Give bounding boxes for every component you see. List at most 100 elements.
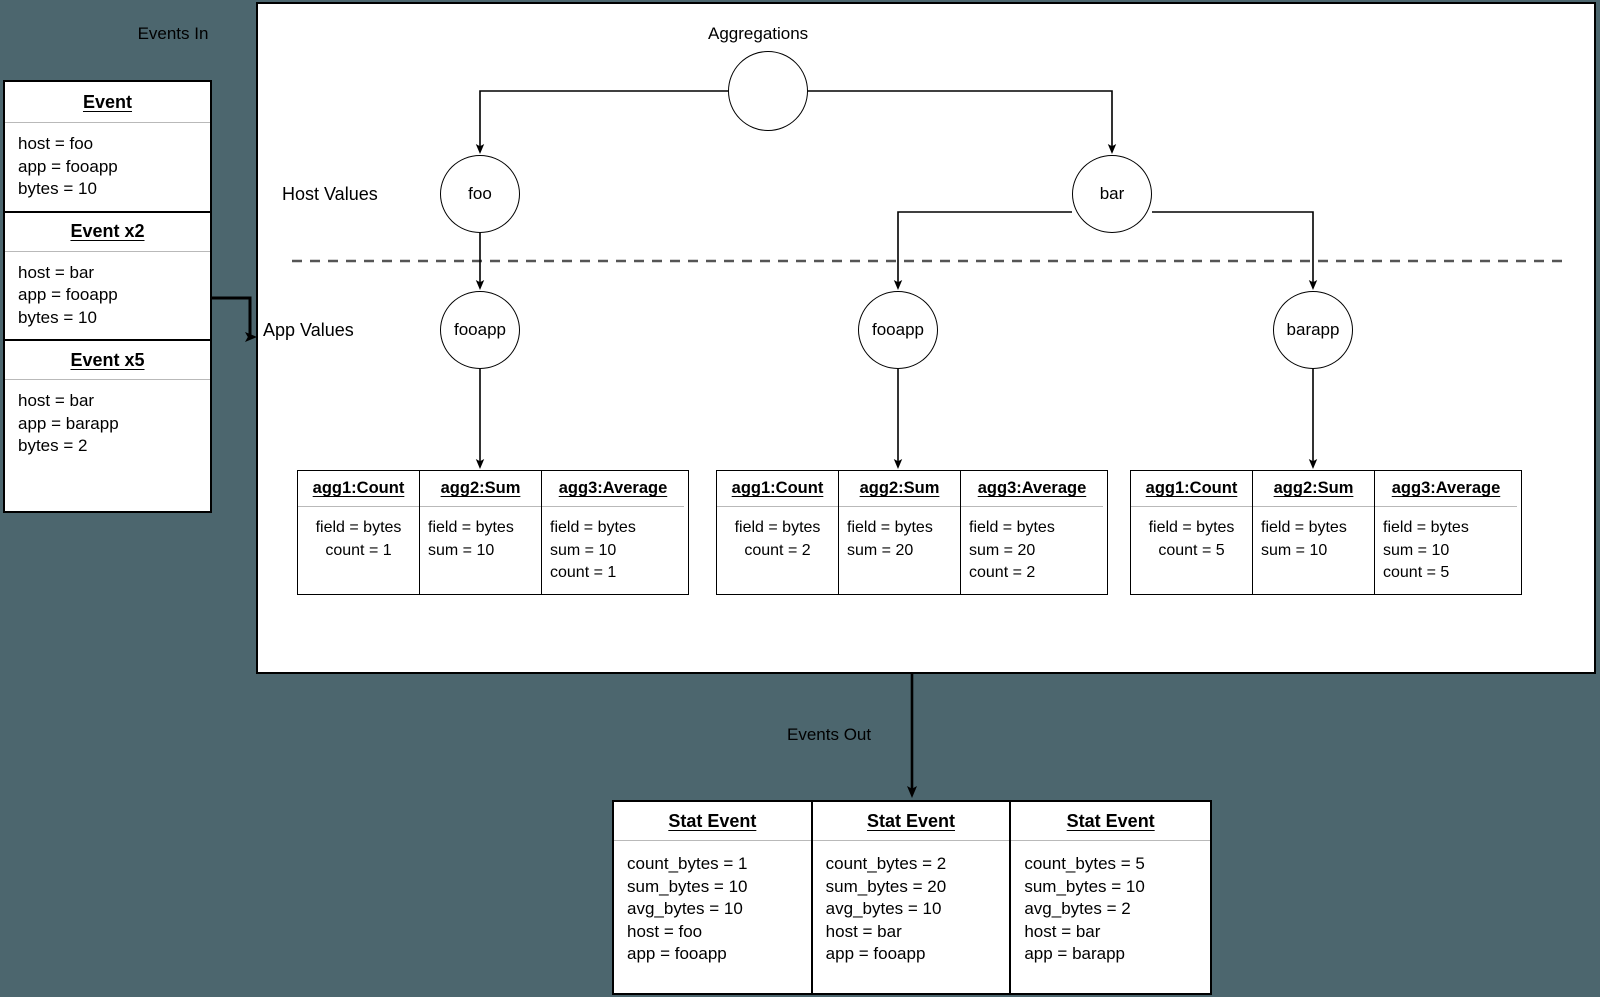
agg-field: count = 5 [1158,541,1225,559]
stat-field: host = bar [825,921,902,941]
event-field: bytes = 10 [18,307,97,327]
app-node-fooapp-bar[interactable]: fooapp [858,291,938,369]
agg-field: sum = 10 [550,541,617,559]
events-in-arrow [212,296,257,342]
agg-field: field = bytes [315,519,402,536]
agg-field: sum = 20 [969,541,1036,559]
event-card-title: Event x5 [70,349,145,370]
agg-field: count = 2 [969,564,1036,581]
agg-column-title: agg1:Count [312,479,405,497]
agg-column-title: agg3:Average [1391,479,1501,497]
stat-field: sum_bytes = 10 [627,876,748,896]
agg-column-title: agg1:Count [731,479,824,497]
agg-field: field = bytes [1261,519,1347,536]
agg-column-body: field = bytes sum = 10 [1253,507,1374,594]
host-node-foo[interactable]: foo [440,155,520,233]
agg-column-header: agg3:Average [1375,471,1517,507]
event-field: bytes = 10 [18,179,97,198]
event-field: bytes = 2 [18,436,88,455]
stat-field: sum_bytes = 20 [825,876,947,896]
event-card-body: host = bar app = fooapp bytes = 10 [5,252,210,340]
agg-column-header: agg1:Count [717,471,838,507]
agg-column-body: field = bytes count = 5 [1131,507,1252,594]
aggregations-label: Aggregations [708,24,809,43]
app-node-fooapp-foo[interactable]: fooapp [440,291,520,369]
agg-column-body: field = bytes sum = 20 count = 2 [961,507,1103,594]
agg-field: sum = 10 [1261,541,1328,559]
event-card-header: Event x5 [5,339,210,380]
agg-field: field = bytes [847,519,933,536]
agg-column-body: field = bytes sum = 10 count = 5 [1375,507,1517,594]
agg-column-header: agg3:Average [961,471,1103,507]
agg-column-header: agg2:Sum [1253,471,1374,507]
stat-events-table: Stat Event count_bytes = 1 sum_bytes = 1… [612,800,1212,995]
agg-table: agg1:Count field = bytes count = 2 agg2:… [716,470,1108,595]
stat-event-title: Stat Event [668,810,757,831]
event-field: app = barapp [18,413,119,433]
agg-field: count = 5 [1383,564,1450,581]
agg-field: count = 2 [744,541,811,559]
stat-event-column: Stat Event count_bytes = 5 sum_bytes = 1… [1011,802,1210,993]
agg-column-body: field = bytes sum = 20 [839,507,960,594]
app-node-barapp[interactable]: barapp [1273,291,1353,369]
events-out-label: Events Out [787,725,872,744]
event-field: host = bar [18,391,95,410]
stat-event-header: Stat Event [812,802,1010,841]
agg-column-header: agg1:Count [1131,471,1252,507]
agg-column: agg3:Average field = bytes sum = 20 coun… [961,471,1103,594]
stat-event-title: Stat Event [1066,810,1155,831]
stat-event-body: count_bytes = 5 sum_bytes = 10 avg_bytes… [1011,841,1210,993]
event-card-body: host = foo app = fooapp bytes = 10 [5,123,210,211]
host-values-label: Host Values [282,184,378,204]
agg-column: agg1:Count field = bytes count = 1 [298,471,420,594]
agg-field: count = 1 [550,564,617,581]
agg-field: field = bytes [428,519,514,536]
agg-column: agg1:Count field = bytes count = 5 [1131,471,1253,594]
agg-column-title: agg2:Sum [859,479,940,497]
stat-field: count_bytes = 1 [627,854,748,873]
agg-column-title: agg3:Average [558,479,668,497]
stat-field: app = barapp [1024,944,1126,963]
host-node-bar[interactable]: bar [1072,155,1152,233]
agg-table: agg1:Count field = bytes count = 1 agg2:… [297,470,689,595]
agg-column: agg3:Average field = bytes sum = 10 coun… [1375,471,1517,594]
stat-field: avg_bytes = 2 [1024,899,1131,918]
agg-column-body: field = bytes sum = 10 count = 1 [542,507,684,594]
agg-field: field = bytes [1148,519,1235,536]
stat-event-body: count_bytes = 1 sum_bytes = 10 avg_bytes… [614,841,811,993]
agg-column-title: agg2:Sum [1273,479,1354,497]
agg-field: field = bytes [1383,519,1469,536]
agg-column-header: agg2:Sum [839,471,960,507]
stat-event-title: Stat Event [866,810,956,831]
agg-column: agg1:Count field = bytes count = 2 [717,471,839,594]
agg-column: agg2:Sum field = bytes sum = 10 [420,471,542,594]
events-in-card-stack: Event host = foo app = fooapp bytes = 10… [3,80,212,513]
stat-field: count_bytes = 2 [825,854,947,873]
agg-field: field = bytes [734,519,821,536]
events-in-label: Events In [137,24,209,43]
stat-field: avg_bytes = 10 [627,899,743,918]
agg-table: agg1:Count field = bytes count = 5 agg2:… [1130,470,1522,595]
agg-column: agg2:Sum field = bytes sum = 20 [839,471,961,594]
event-field: app = fooapp [18,285,118,304]
agg-field: sum = 20 [847,541,914,559]
agg-column-title: agg2:Sum [440,479,521,497]
agg-column-header: agg2:Sum [420,471,541,507]
agg-column: agg2:Sum field = bytes sum = 10 [1253,471,1375,594]
stat-field: sum_bytes = 10 [1024,876,1145,896]
stat-field: count_bytes = 5 [1024,854,1145,873]
stat-event-column: Stat Event count_bytes = 1 sum_bytes = 1… [614,802,813,993]
aggregations-root-node[interactable] [728,51,808,131]
event-card-title: Event x2 [70,221,145,241]
agg-field: sum = 10 [1383,541,1450,559]
agg-column-body: field = bytes count = 1 [298,507,419,594]
agg-column-header: agg3:Average [542,471,684,507]
event-field: host = foo [18,134,94,153]
event-card-body: host = bar app = barapp bytes = 2 [5,380,210,468]
event-card-title: Event [82,91,133,112]
agg-column: agg3:Average field = bytes sum = 10 coun… [542,471,684,594]
event-card-header: Event x2 [5,210,210,252]
stat-field: app = fooapp [627,944,727,963]
stat-field: host = bar [1024,921,1101,941]
agg-column-body: field = bytes count = 2 [717,507,838,594]
